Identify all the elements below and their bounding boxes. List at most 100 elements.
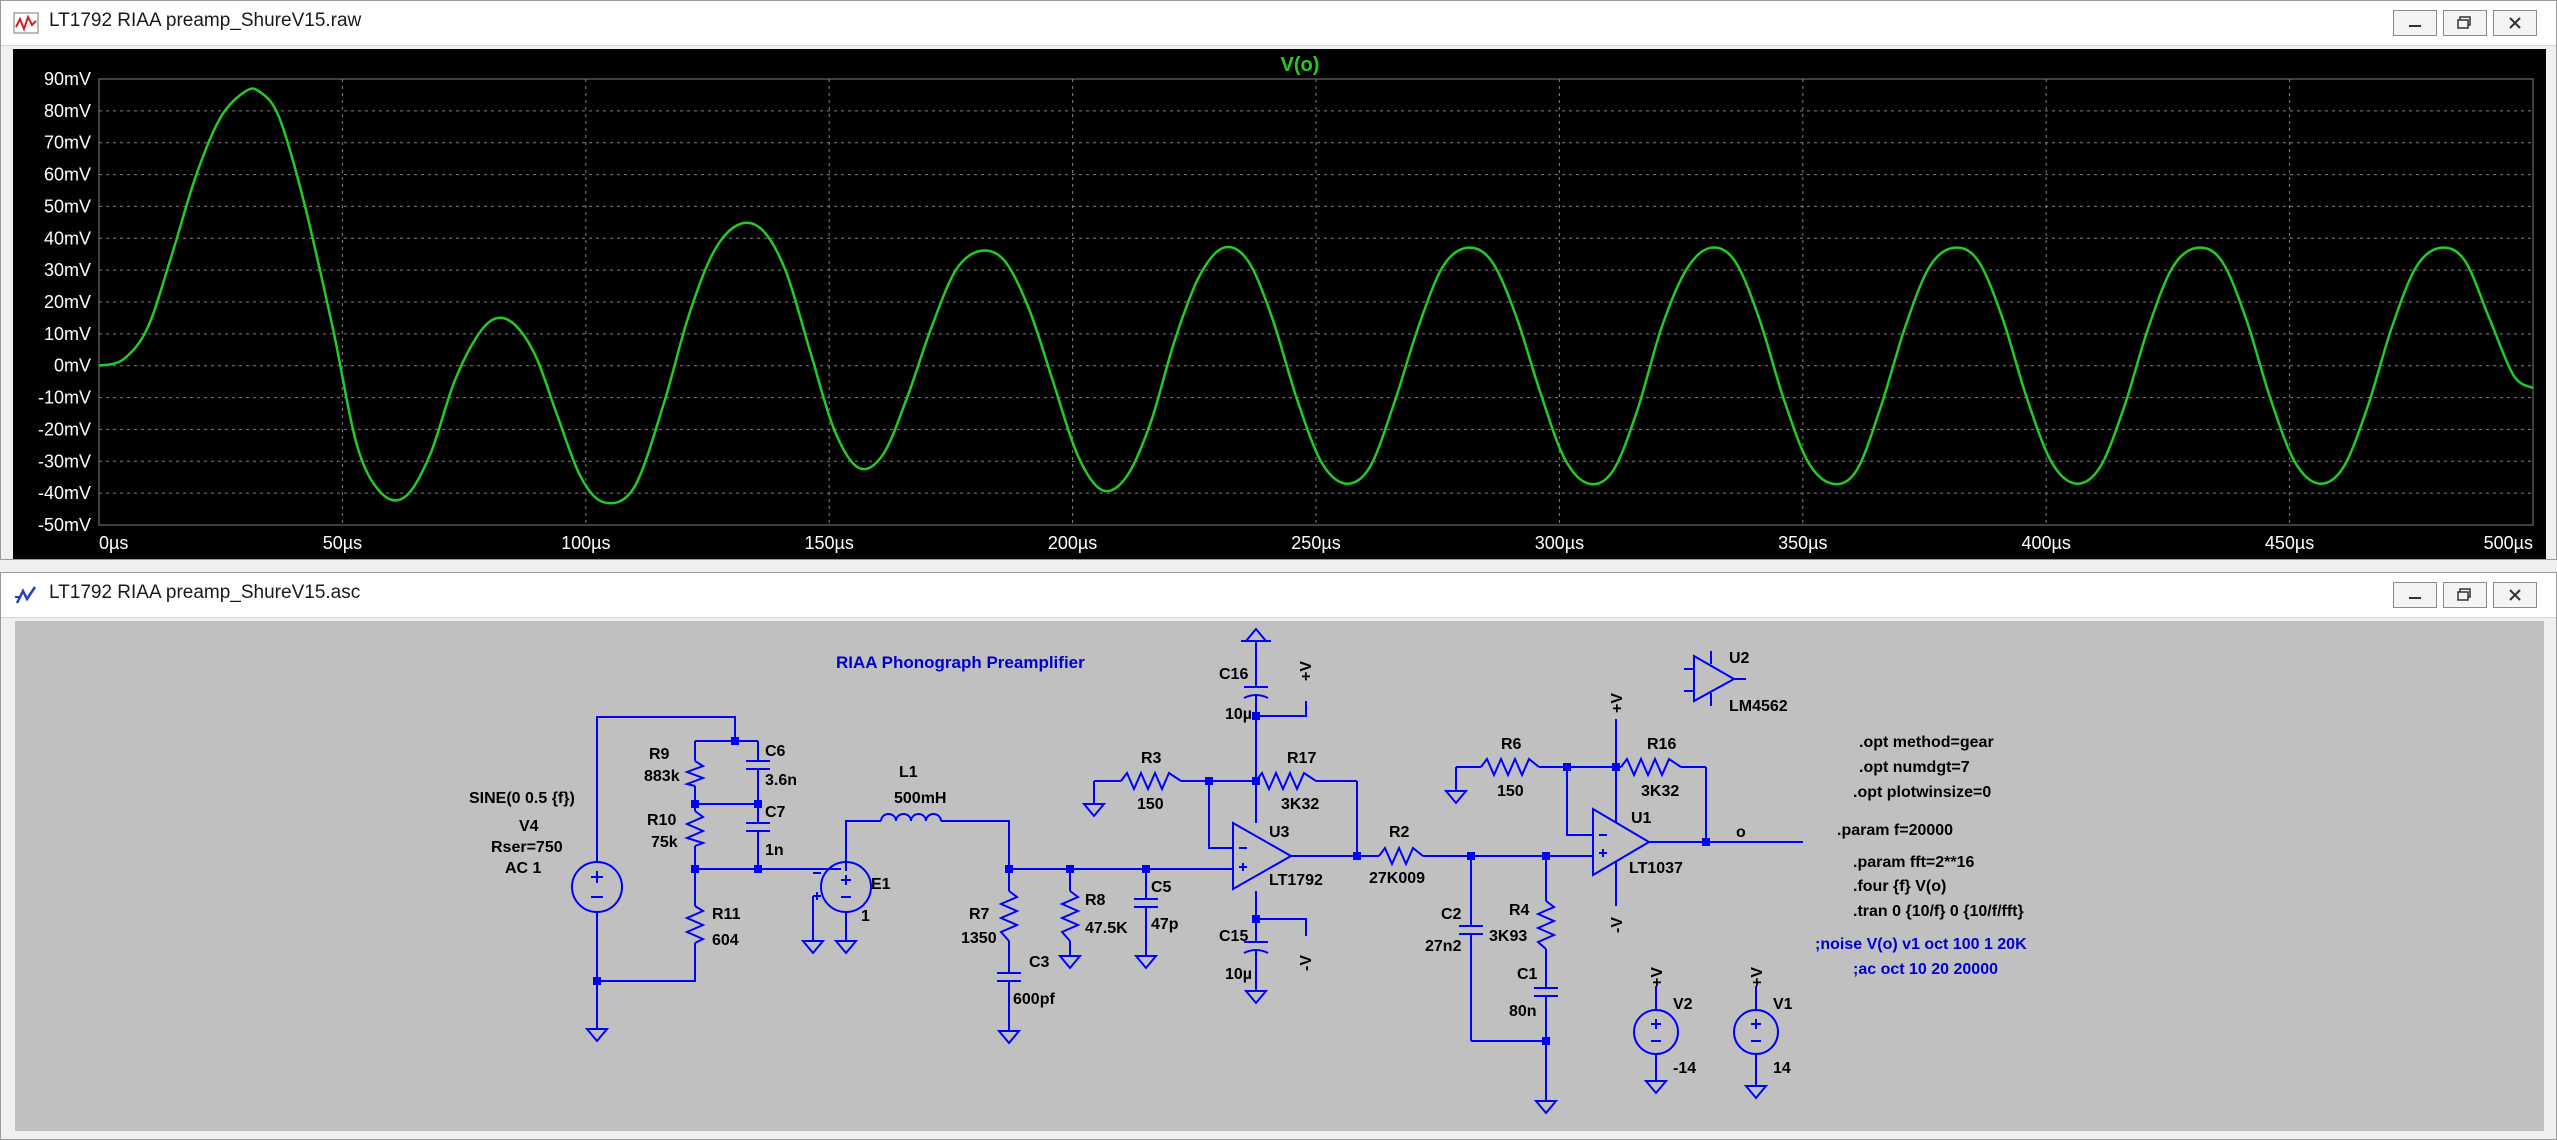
x-tick-label: 0µs xyxy=(99,533,128,553)
y-tick-label: 0mV xyxy=(54,356,91,376)
r4-value: 3K93 xyxy=(1489,928,1527,945)
v1-label: V1 xyxy=(1773,996,1793,1013)
l1-label: L1 xyxy=(899,764,918,781)
inductor-l1 xyxy=(880,813,942,822)
y-tick-label: 50mV xyxy=(44,196,91,216)
v4-source-spec: SINE(0 0.5 {f}) xyxy=(469,790,575,807)
schematic-titlebar[interactable]: LT1792 RIAA preamp_ShureV15.asc xyxy=(1,573,2556,618)
l1-value: 500mH xyxy=(894,790,946,807)
y-tick-label: -20mV xyxy=(38,419,91,439)
comment-noise: ;noise V(o) v1 oct 100 1 20K xyxy=(1815,936,2027,953)
directive-opt-method: .opt method=gear xyxy=(1859,734,1994,751)
v4-label: V4 xyxy=(519,818,539,835)
x-tick-label: 50µs xyxy=(323,533,362,553)
trace-v-o xyxy=(98,87,2534,505)
c15-label: C15 xyxy=(1219,928,1248,945)
c16-value: 10µ xyxy=(1225,706,1252,723)
directive-param-f: .param f=20000 xyxy=(1837,822,1953,839)
opamp-u3 xyxy=(1232,821,1294,891)
waveform-plot[interactable]: V(o) 90mV80mV70mV60mV50mV40mV30mV20mV10m… xyxy=(13,49,2546,559)
v2-value: -14 xyxy=(1673,1060,1696,1077)
y-tick-label: 60mV xyxy=(44,165,91,185)
r4-label: R4 xyxy=(1509,902,1530,919)
u2-label: U2 xyxy=(1729,650,1750,667)
resistor-r8 xyxy=(1059,890,1081,942)
r6-label: R6 xyxy=(1501,736,1522,753)
schematic-icon xyxy=(15,586,37,604)
spice-comments[interactable]: ;noise V(o) v1 oct 100 1 20K ;ac oct 10 … xyxy=(1815,936,2027,978)
c5-label: C5 xyxy=(1151,879,1172,896)
y-tick-label: 80mV xyxy=(44,101,91,121)
u3-vplus-label: +V xyxy=(1298,661,1315,681)
y-tick-label: 70mV xyxy=(44,133,91,153)
r11-value: 604 xyxy=(712,932,739,949)
comment-ac: ;ac oct 10 20 20000 xyxy=(1853,961,1998,978)
directive-opt-plotwinsize: .opt plotwinsize=0 xyxy=(1853,784,1991,801)
u3-label: U3 xyxy=(1269,824,1290,841)
c2-label: C2 xyxy=(1441,906,1462,923)
junctions xyxy=(593,712,1710,1045)
restore-button[interactable] xyxy=(2443,10,2487,36)
x-tick-label: 450µs xyxy=(2265,533,2314,553)
waveform-icon xyxy=(13,12,39,34)
x-tick-label: 150µs xyxy=(804,533,853,553)
r17-label: R17 xyxy=(1287,750,1316,767)
c1-label: C1 xyxy=(1517,966,1538,983)
u3-vminus-label: -V xyxy=(1298,955,1315,971)
r7-label: R7 xyxy=(969,906,990,923)
waveform-viewer-window: LT1792 RIAA preamp_ShureV15.raw V(o) 90m… xyxy=(0,0,2557,560)
r8-value: 47.5K xyxy=(1085,920,1128,937)
resistor-r17 xyxy=(1255,770,1317,792)
v2-label: V2 xyxy=(1673,996,1693,1013)
ground-symbols xyxy=(584,627,1769,1115)
y-tick-label: 30mV xyxy=(44,260,91,280)
r11-label: R11 xyxy=(712,906,741,923)
v1-vplus-label: +V xyxy=(1749,967,1766,987)
r6-value: 150 xyxy=(1497,783,1524,800)
close-button[interactable] xyxy=(2493,582,2537,608)
restore-button[interactable] xyxy=(2443,582,2487,608)
resistor-r10 xyxy=(684,810,707,847)
c6-label: C6 xyxy=(765,743,786,760)
y-axis-ticks: 90mV80mV70mV60mV50mV40mV30mV20mV10mV0mV-… xyxy=(38,69,91,535)
opamps xyxy=(1232,651,1746,891)
minimize-button[interactable] xyxy=(2393,10,2437,36)
schematic-canvas[interactable]: RIAA Phonograph Preamplifier xyxy=(15,621,2544,1131)
component-labels: SINE(0 0.5 {f}) V4 Rser=750 AC 1 R9 883k… xyxy=(469,650,1793,1077)
capacitors xyxy=(746,681,1558,1006)
schematic-heading[interactable]: RIAA Phonograph Preamplifier xyxy=(836,653,1085,672)
u1-value: LT1037 xyxy=(1629,860,1683,877)
c7-label: C7 xyxy=(765,804,786,821)
close-button[interactable] xyxy=(2493,10,2537,36)
y-tick-label: -40mV xyxy=(38,483,91,503)
trace-label[interactable]: V(o) xyxy=(1281,54,1320,76)
u1-vplus-label: +V xyxy=(1609,693,1626,713)
x-tick-label: 300µs xyxy=(1535,533,1584,553)
source-v1 xyxy=(1733,1009,1779,1055)
e1-label: E1 xyxy=(871,876,891,893)
r10-value: 75k xyxy=(651,834,678,851)
r10-label: R10 xyxy=(647,812,676,829)
c15-value: 10µ xyxy=(1225,966,1252,983)
v1-value: 14 xyxy=(1773,1060,1791,1077)
u2-value: LM4562 xyxy=(1729,698,1788,715)
plot-titlebar[interactable]: LT1792 RIAA preamp_ShureV15.raw xyxy=(1,1,2556,46)
c16-label: C16 xyxy=(1219,666,1248,683)
y-tick-label: 20mV xyxy=(44,292,91,312)
x-tick-label: 350µs xyxy=(1778,533,1827,553)
resistor-r6 xyxy=(1480,756,1540,778)
minimize-button[interactable] xyxy=(2393,582,2437,608)
r7-value: 1350 xyxy=(961,930,997,947)
c2-value: 27n2 xyxy=(1425,938,1462,955)
y-tick-label: -30mV xyxy=(38,451,91,471)
r17-value: 3K32 xyxy=(1281,796,1319,813)
directive-opt-numdgt: .opt numdgt=7 xyxy=(1859,759,1970,776)
schematic-window-title: LT1792 RIAA preamp_ShureV15.asc xyxy=(49,582,361,603)
r2-value: 27K009 xyxy=(1369,870,1425,887)
r16-value: 3K32 xyxy=(1641,783,1679,800)
voltage-sources xyxy=(571,861,1779,1055)
spice-directives[interactable]: .opt method=gear .opt numdgt=7 .opt plot… xyxy=(1837,734,2024,920)
c6-value: 3.6n xyxy=(765,772,797,789)
directive-tran: .tran 0 {10/f} 0 {10/f/fft} xyxy=(1853,903,2024,920)
